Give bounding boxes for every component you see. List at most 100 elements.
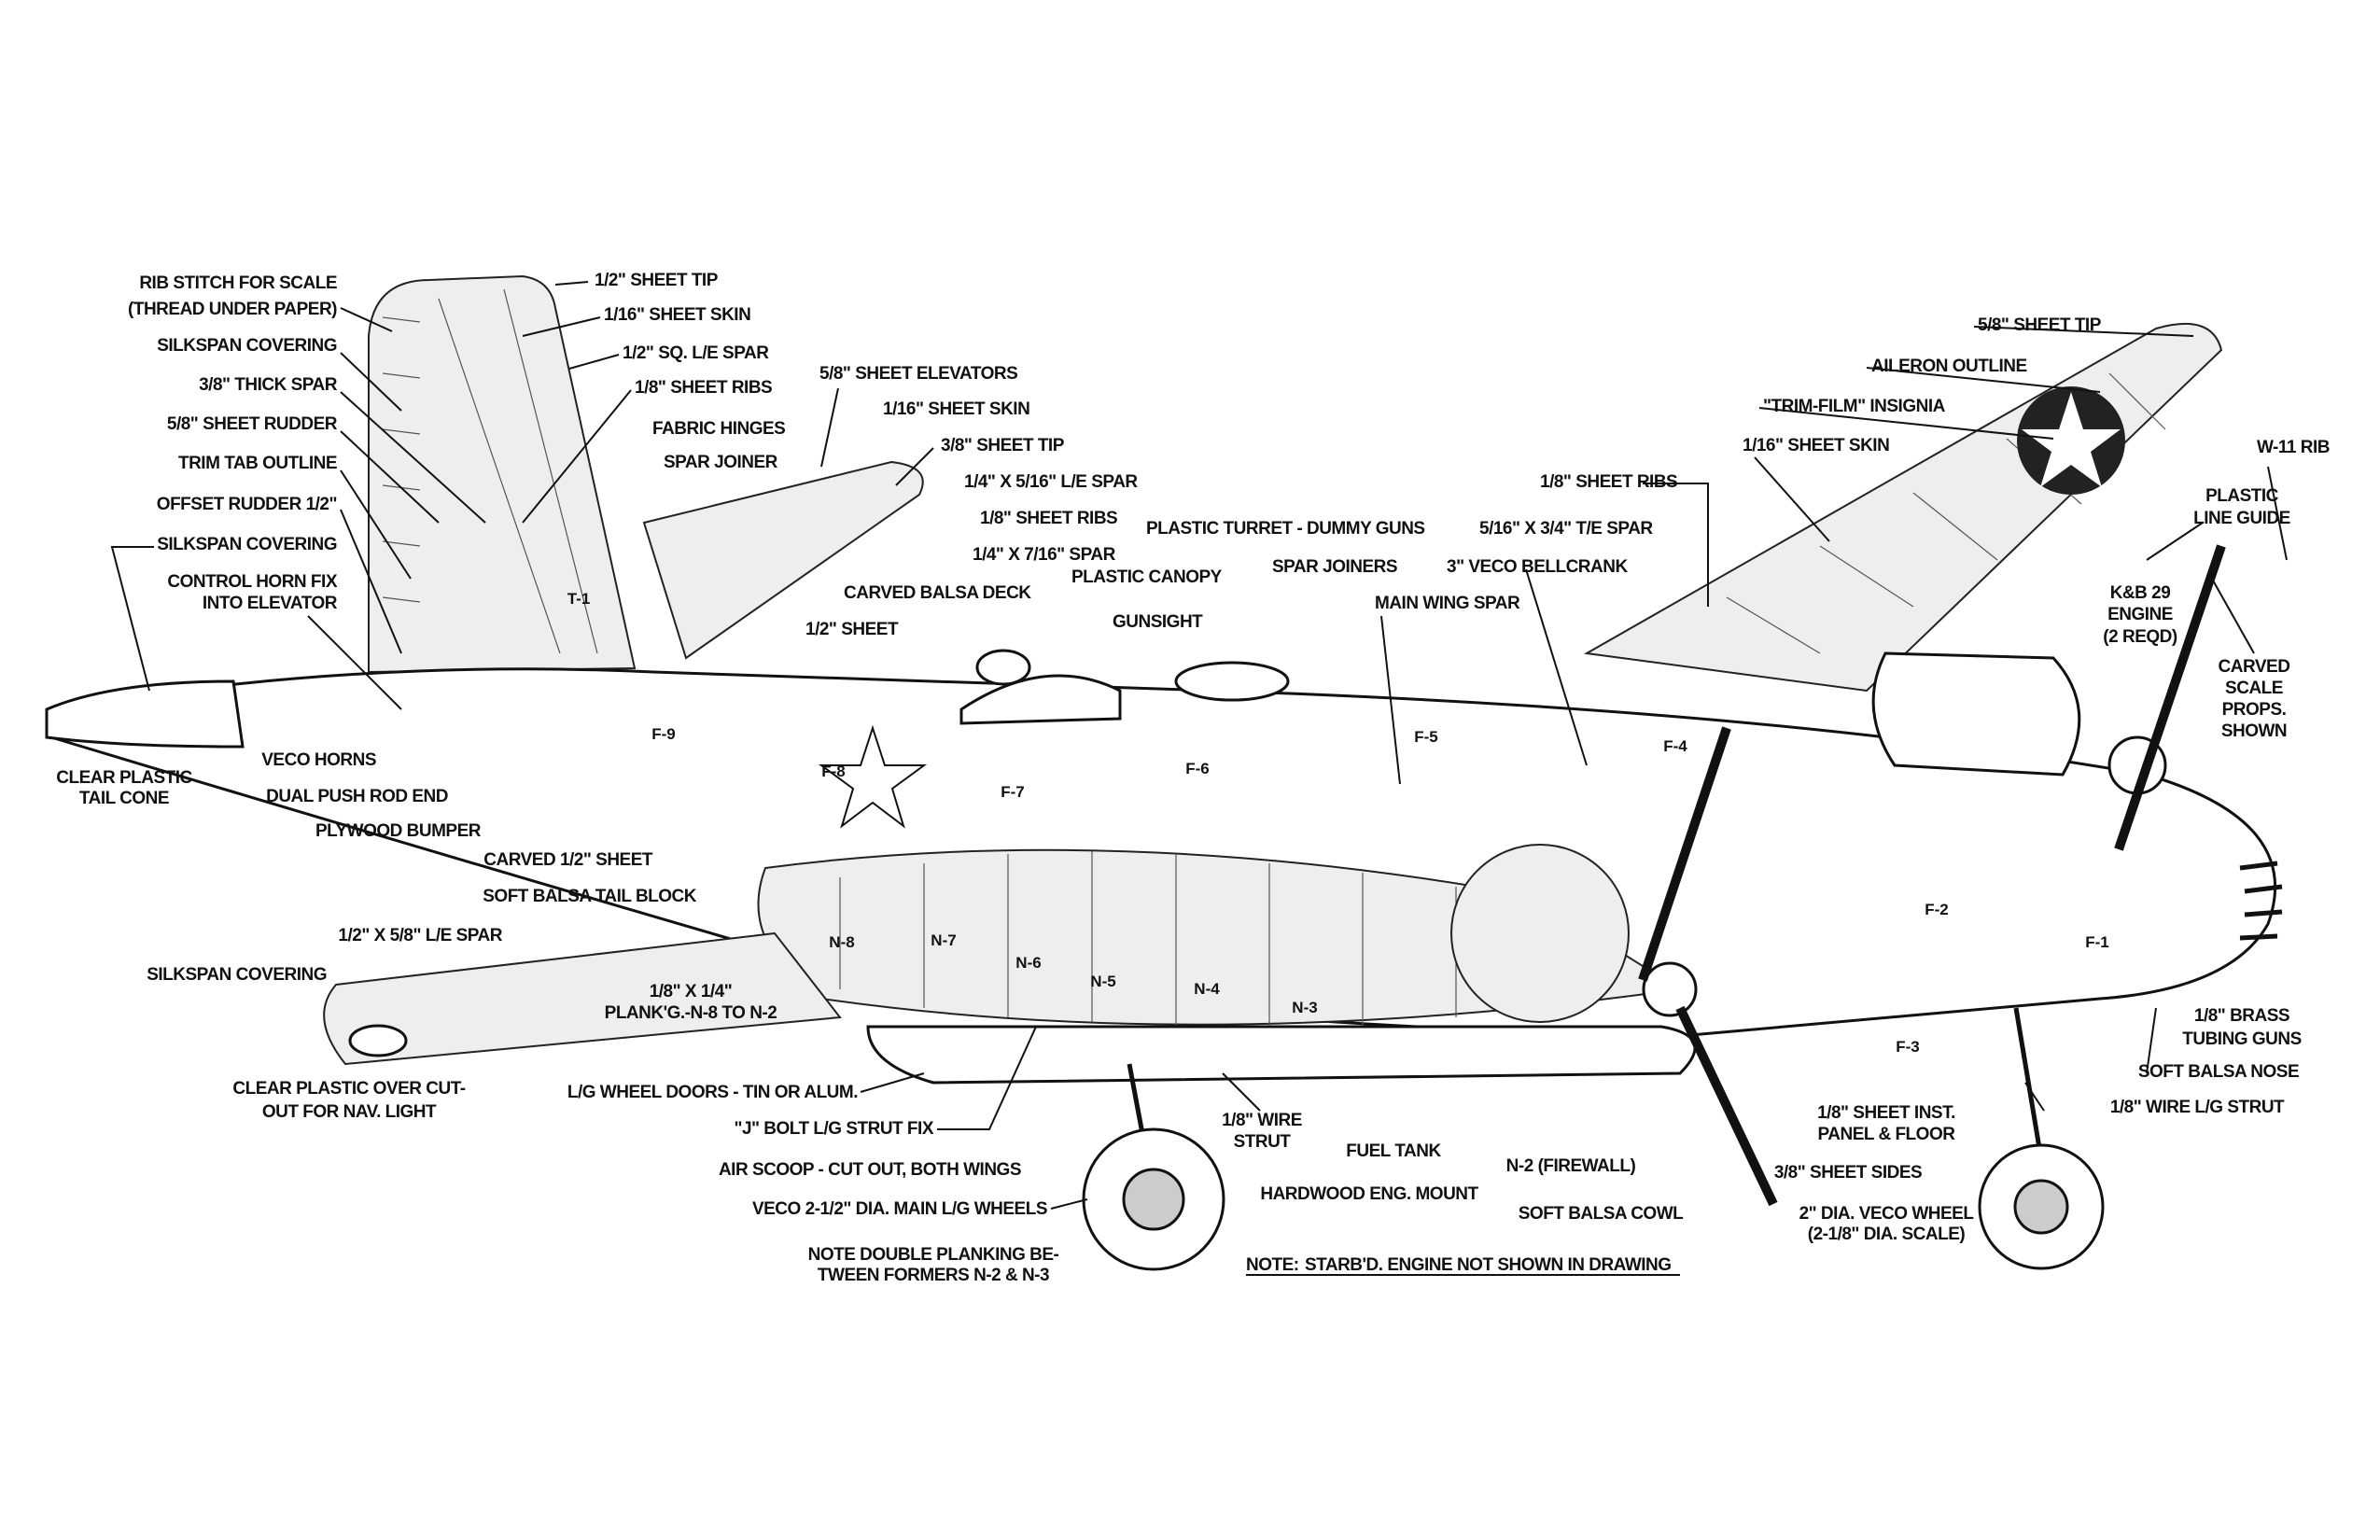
former-n7: N-7	[931, 931, 956, 949]
label-props-3: PROPS.	[2222, 700, 2287, 720]
label-props-2: SCALE	[2225, 679, 2283, 698]
label-offset-rudder: OFFSET RUDDER 1/2"	[157, 495, 337, 514]
label-push-rod: DUAL PUSH ROD END	[266, 787, 448, 806]
label-turret: PLASTIC TURRET - DUMMY GUNS	[1146, 519, 1425, 539]
label-thick-spar: 3/8" THICK SPAR	[199, 375, 338, 395]
stabilizer	[642, 460, 924, 660]
tail-cone	[45, 679, 245, 749]
label-j-bolt: "J" BOLT L/G STRUT FIX	[734, 1119, 933, 1139]
former-n6: N-6	[1015, 954, 1041, 972]
fuselage-star	[818, 724, 928, 829]
label-planking: 1/8" X 1/4"	[650, 982, 733, 1001]
airframe-drawing	[45, 274, 2283, 1271]
label-tail-cone: CLEAR PLASTIC	[56, 768, 192, 788]
label-wing-tip: 5/8" SHEET TIP	[1978, 315, 2102, 335]
label-wing-ribs: 1/8" SHEET RIBS	[1540, 472, 1677, 492]
label-cowl: SOFT BALSA COWL	[1519, 1204, 1684, 1224]
label-engine-3: (2 REQD)	[2103, 627, 2177, 647]
label-air-scoop: AIR SCOOP - CUT OUT, BOTH WINGS	[719, 1160, 1021, 1180]
label-silkspan-fin: SILKSPAN COVERING	[157, 336, 337, 356]
label-rib-stitch: RIB STITCH FOR SCALE	[139, 273, 337, 293]
label-spar-joiner: SPAR JOINER	[664, 453, 778, 472]
label-le-spar-wing: 1/2" X 5/8" L/E SPAR	[338, 926, 502, 945]
label-fin-ribs: 1/8" SHEET RIBS	[635, 378, 772, 398]
wing-star-insignia	[2017, 386, 2125, 495]
label-tail-cone-2: TAIL CONE	[79, 789, 169, 808]
label-double-planking-2: TWEEN FORMERS N-2 & N-3	[818, 1266, 1049, 1285]
former-f1: F-1	[2085, 933, 2109, 951]
label-sheet-rudder: 5/8" SHEET RUDDER	[167, 414, 338, 434]
port-wing	[323, 931, 842, 1066]
former-f3: F-3	[1896, 1038, 1920, 1056]
vertical-fin	[368, 274, 637, 674]
label-engine: K&B 29	[2110, 583, 2171, 603]
former-f7: F-7	[1001, 783, 1025, 801]
label-control-horn-2: INTO ELEVATOR	[203, 594, 338, 613]
label-inst-panel: 1/8" SHEET INST.	[1817, 1103, 1955, 1123]
label-fin-tip: 1/2" SHEET TIP	[595, 271, 719, 290]
label-fin-skin: 1/16" SHEET SKIN	[604, 305, 750, 325]
label-nose-wheel-2: (2-1/8" DIA. SCALE)	[1808, 1225, 1966, 1244]
label-half-sheet: 1/2" SHEET	[805, 620, 899, 639]
nav-light	[348, 1024, 408, 1057]
label-spar-joiners: SPAR JOINERS	[1272, 557, 1397, 577]
callout-labels: RIB STITCH FOR SCALE (THREAD UNDER PAPER…	[128, 273, 1047, 1219]
label-sheet-sides: 3/8" SHEET SIDES	[1774, 1163, 1922, 1183]
label-aileron: AILERON OUTLINE	[1871, 357, 2027, 376]
label-main-wheels: VECO 2-1/2" DIA. MAIN L/G WHEELS	[752, 1199, 1047, 1219]
port-nacelle	[866, 1025, 1697, 1085]
starboard-prop	[2114, 544, 2226, 851]
label-w11-rib: W-11 RIB	[2257, 438, 2330, 457]
label-planking-2: PLANK'G.-N-8 TO N-2	[605, 1003, 777, 1023]
label-line-guide-2: LINE GUIDE	[2193, 509, 2290, 528]
port-prop	[1638, 726, 1731, 982]
label-trim-tab: TRIM TAB OUTLINE	[178, 454, 337, 473]
canopy	[959, 674, 1122, 725]
label-note-prefix: NOTE:	[1246, 1255, 1299, 1275]
label-brass-guns: 1/8" BRASS	[2194, 1006, 2289, 1026]
label-silkspan-stab: SILKSPAN COVERING	[157, 535, 337, 554]
former-n3: N-3	[1292, 999, 1317, 1016]
label-bellcrank: 3" VECO BELLCRANK	[1447, 557, 1628, 577]
label-stab-skin: 1/16" SHEET SKIN	[883, 399, 1029, 419]
label-props-4: SHOWN	[2221, 721, 2287, 741]
former-f8: F-8	[821, 763, 846, 780]
label-balsa-nose: SOFT BALSA NOSE	[2138, 1062, 2299, 1082]
leader-lines	[110, 281, 2288, 1210]
label-nav-light: CLEAR PLASTIC OVER CUT-	[232, 1079, 465, 1099]
turret	[1174, 661, 1290, 702]
label-engine-2: ENGINE	[2107, 605, 2173, 624]
label-double-planking: NOTE DOUBLE PLANKING BE-	[808, 1245, 1059, 1265]
label-note-text: STARB'D. ENGINE NOT SHOWN IN DRAWING	[1305, 1255, 1672, 1275]
former-f4: F-4	[1663, 737, 1687, 755]
label-plywood-bumper: PLYWOOD BUMPER	[315, 821, 482, 841]
label-wire-lg-strut: 1/8" WIRE L/G STRUT	[2110, 1098, 2285, 1117]
label-line-guide: PLASTIC	[2205, 486, 2279, 506]
callout-labels-top: NOTE: STARB'D. ENGINE NOT SHOWN IN DRAWI…	[595, 271, 2330, 1275]
label-main-spar: MAIN WING SPAR	[1375, 594, 1520, 613]
gunsight-dome	[975, 649, 1031, 686]
nose-guns	[2239, 861, 2283, 941]
label-fin-le-spar: 1/2" SQ. L/E SPAR	[623, 343, 769, 363]
label-props: CARVED	[2219, 657, 2290, 677]
label-elevators: 5/8" SHEET ELEVATORS	[819, 364, 1017, 384]
label-insignia: "TRIM-FILM" INSIGNIA	[1763, 397, 1946, 416]
label-fabric-hinges: FABRIC HINGES	[652, 419, 785, 439]
former-f5: F-5	[1414, 728, 1438, 746]
label-nose-wheel: 2" DIA. VECO WHEEL	[1799, 1204, 1975, 1224]
starboard-nacelle	[1871, 651, 2081, 777]
label-firewall: N-2 (FIREWALL)	[1506, 1156, 1636, 1176]
label-eng-mount: HARDWOOD ENG. MOUNT	[1260, 1184, 1478, 1204]
label-carved-half-sheet: CARVED 1/2" SHEET	[483, 850, 653, 870]
label-veco-horns: VECO HORNS	[261, 750, 376, 770]
label-silkspan-wing: SILKSPAN COVERING	[147, 965, 327, 985]
label-fuel-tank: FUEL TANK	[1346, 1141, 1441, 1161]
label-tail-block: SOFT BALSA TAIL BLOCK	[483, 887, 697, 906]
former-n5: N-5	[1090, 973, 1115, 990]
label-stab-le-spar: 1/4" X 5/16" L/E SPAR	[964, 472, 1138, 492]
callout-labels-centered: CLEAR PLASTIC TAIL CONE CLEAR PLASTIC OV…	[56, 486, 2302, 1285]
former-n4: N-4	[1194, 980, 1220, 998]
label-balsa-deck: CARVED BALSA DECK	[844, 583, 1031, 603]
former-f6: F-6	[1185, 760, 1210, 777]
